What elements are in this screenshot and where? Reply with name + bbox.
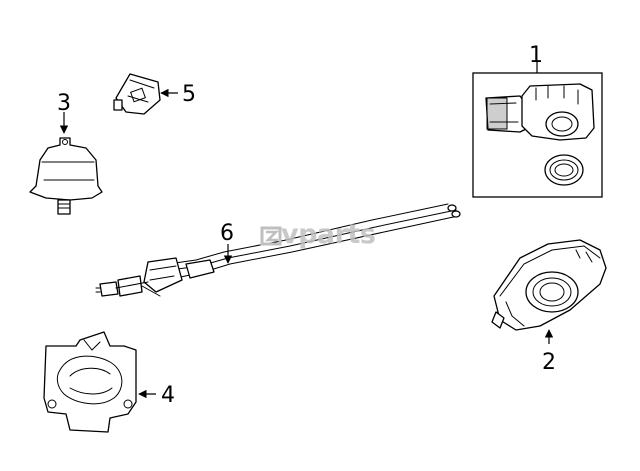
callout-4: 4 (161, 383, 175, 408)
callout-3: 3 (57, 91, 71, 116)
watermark: vparts (260, 219, 376, 250)
part-4-mounting-bracket (43, 331, 156, 433)
callout-1: 1 (529, 43, 543, 68)
part-3-control-module (29, 112, 103, 215)
callout-2: 2 (542, 350, 556, 375)
callout-6: 6 (220, 221, 234, 246)
part-6-wire-harness (95, 203, 461, 297)
callout-5: 5 (182, 82, 196, 107)
part-5-connector (113, 73, 178, 115)
watermark-text: vparts (281, 219, 375, 250)
ev-logo-icon (260, 226, 282, 246)
part-2-sensor-bezel (491, 239, 607, 344)
part-1-parking-sensor-assembly (472, 60, 603, 198)
